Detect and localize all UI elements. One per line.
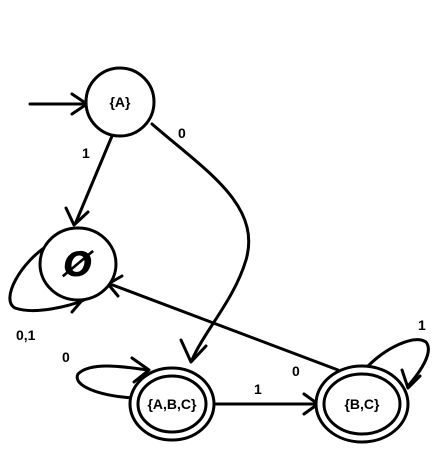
state-empty: Ø bbox=[38, 226, 118, 302]
transition-abc-self-label: 0 bbox=[62, 349, 70, 365]
state-empty-label: Ø bbox=[62, 245, 95, 285]
state-a: {A} bbox=[84, 66, 156, 138]
state-bc-label: {B,C} bbox=[344, 396, 380, 412]
state-abc-label: {A,B,C} bbox=[147, 396, 197, 412]
state-bc-accept-ring bbox=[322, 372, 402, 436]
transition-bc-to-empty bbox=[106, 274, 340, 372]
transition-bc-self-loop bbox=[366, 338, 430, 390]
state-abc-accept-ring bbox=[136, 374, 208, 434]
transition-abc-to-bc bbox=[208, 392, 320, 416]
transition-bc-self-label: 1 bbox=[418, 317, 426, 333]
start-arrow bbox=[28, 92, 89, 116]
transition-a-to-abc-label: 0 bbox=[178, 125, 186, 141]
transition-a-to-abc bbox=[150, 122, 251, 364]
transition-a-to-empty bbox=[64, 134, 114, 227]
state-bc: {B,C} bbox=[314, 364, 410, 444]
transition-abc-self-loop bbox=[75, 356, 151, 400]
transition-bc-to-empty-label: 0 bbox=[292, 363, 300, 379]
transition-a-to-empty-label: 1 bbox=[82, 145, 90, 161]
state-abc: {A,B,C} bbox=[128, 366, 216, 442]
state-a-label: {A} bbox=[109, 94, 131, 110]
transition-abc-to-bc-label: 1 bbox=[254, 381, 262, 397]
transition-empty-self-label: 0,1 bbox=[16, 327, 36, 343]
